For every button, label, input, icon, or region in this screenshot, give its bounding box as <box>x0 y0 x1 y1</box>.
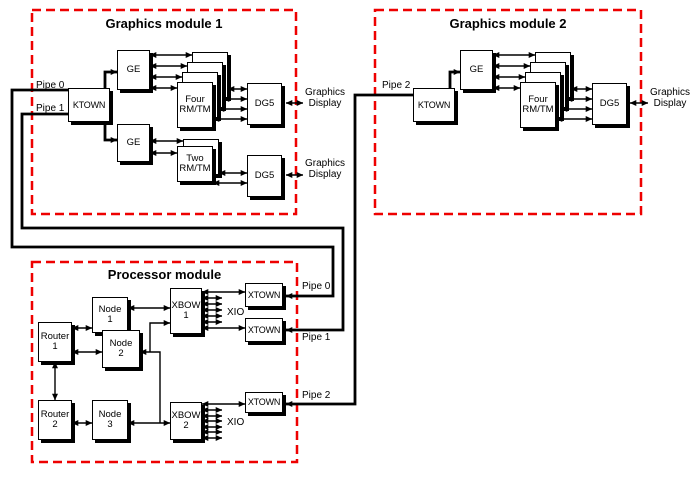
dg5-gm2-box: DG5 <box>592 83 627 125</box>
ktown2-ge-connector <box>448 69 461 88</box>
pipe2-line <box>285 93 415 407</box>
ktown1-ge-bottom-connector <box>103 122 118 143</box>
pipe0-label-proc: Pipe 0 <box>302 281 331 292</box>
processor-module-border <box>30 260 299 464</box>
processor-module-title: Processor module <box>107 267 222 282</box>
module-borders <box>30 8 643 464</box>
four-rmtm1-box: Four RM/TM <box>177 82 213 128</box>
gm1-arrows <box>149 52 304 186</box>
ktown1-ge-top-connector <box>103 69 118 88</box>
node2-xbow2-route <box>139 349 161 423</box>
ge3-box: GE <box>460 50 493 90</box>
xio1-label: XIO <box>227 307 245 318</box>
graphics-display-label-2: Graphics Display <box>304 158 345 180</box>
graphics-display-label-3: Graphics Display <box>649 87 690 109</box>
processor-arrows <box>52 289 246 426</box>
dg5-bottom-box: DG5 <box>247 155 282 197</box>
xtown3-box: XTOWN <box>245 392 283 413</box>
graphics-module-2-title: Graphics module 2 <box>449 16 567 31</box>
ktown1-box: KTOWN <box>68 88 110 122</box>
two-rmtm-box: Two RM/TM <box>177 146 213 182</box>
pipe2-label-proc: Pipe 2 <box>302 390 331 401</box>
ge2-box: GE <box>117 124 150 162</box>
graphics-module-1-title: Graphics module 1 <box>105 16 223 31</box>
pipe2-label-gm2: Pipe 2 <box>382 80 411 91</box>
node3-box: Node 3 <box>92 400 128 440</box>
xbow1-box: XBOW 1 <box>170 288 202 334</box>
pipe-lines <box>10 88 415 407</box>
xtown2-box: XTOWN <box>245 318 283 342</box>
pipe0-line <box>10 88 335 299</box>
graphics-display-label-1: Graphics Display <box>304 87 345 109</box>
pipe1-label-gm1: Pipe 1 <box>36 103 65 114</box>
dg5-top-box: DG5 <box>247 83 282 125</box>
pipe1-label-proc: Pipe 1 <box>302 332 331 343</box>
xio-arrows <box>201 295 223 441</box>
ktown-ge-connectors <box>103 69 461 143</box>
pipe1-line <box>20 112 345 333</box>
gm2-arrows <box>492 52 649 122</box>
xtown1-box: XTOWN <box>245 283 283 307</box>
ge1-box: GE <box>117 50 150 90</box>
ktown2-box: KTOWN <box>413 88 455 122</box>
router2-box: Router 2 <box>38 400 72 440</box>
pipe0-label-gm1: Pipe 0 <box>36 80 65 91</box>
four-rmtm2-box: Four RM/TM <box>520 82 556 128</box>
xbow2-box: XBOW 2 <box>170 402 202 440</box>
router1-box: Router 1 <box>38 322 72 362</box>
node2-box: Node 2 <box>102 330 140 368</box>
graphics-module-1-border <box>30 8 298 216</box>
node2-xbow1-route <box>149 320 171 352</box>
xio2-label: XIO <box>227 417 245 428</box>
node1-box: Node 1 <box>92 297 128 333</box>
graphics-module-2-border <box>373 8 643 216</box>
